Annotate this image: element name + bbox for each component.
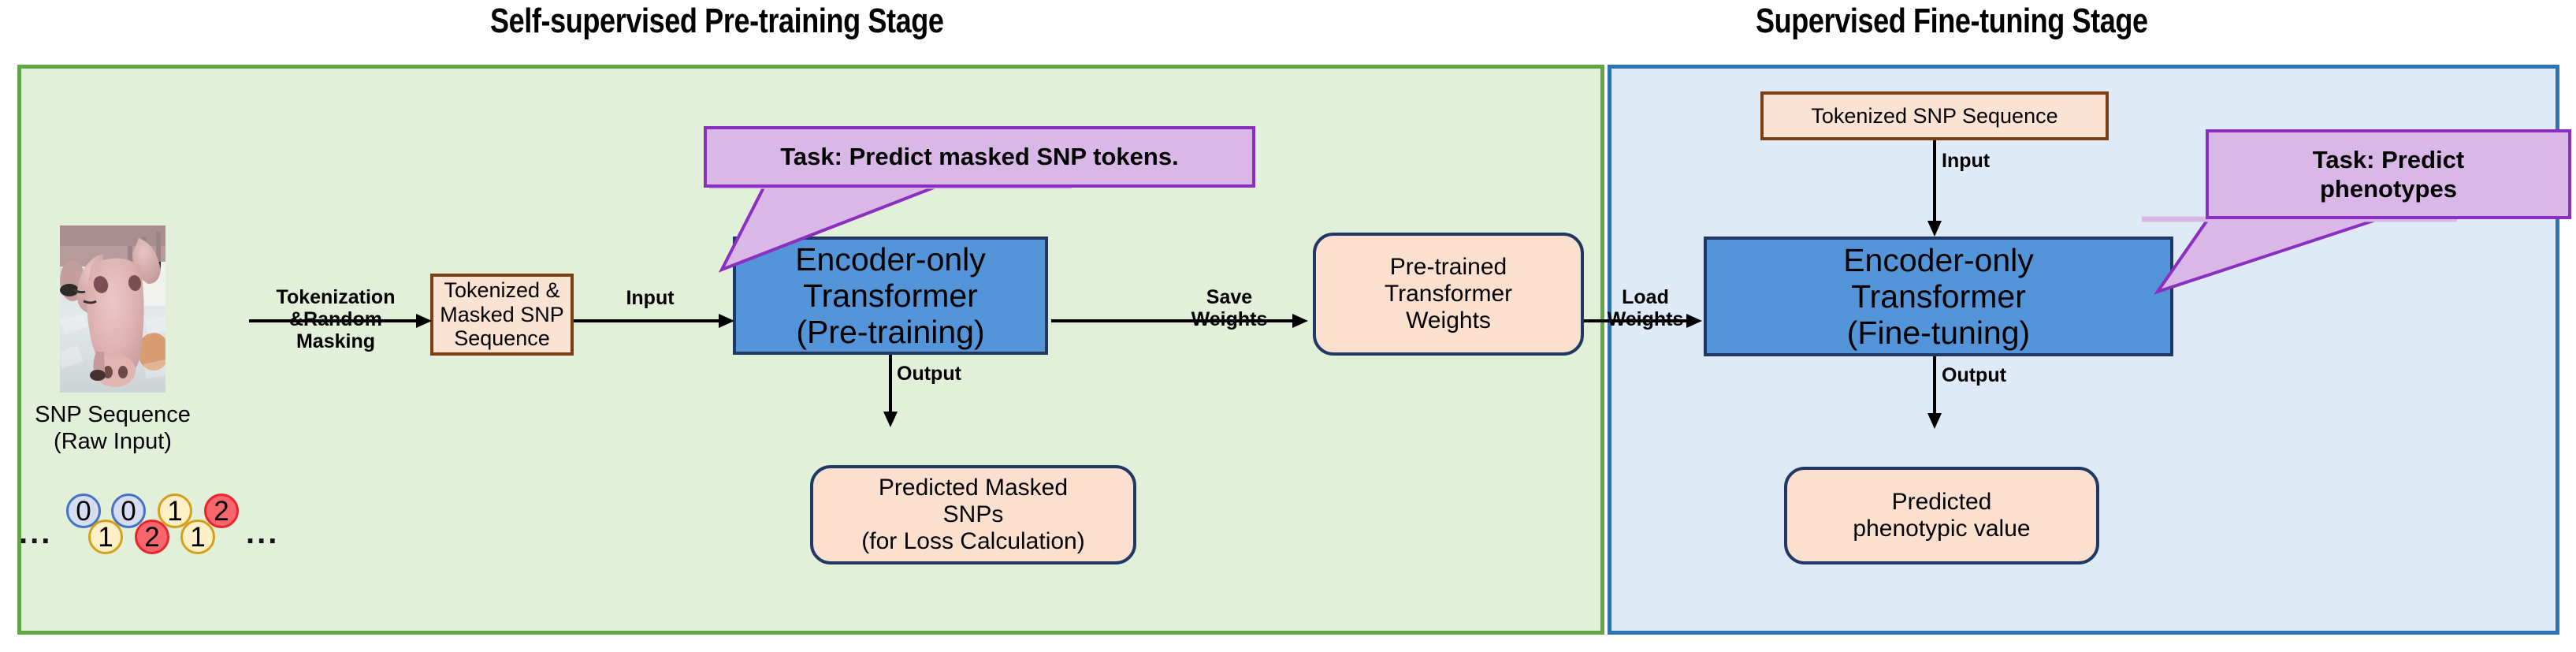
finetune-transformer-box: Encoder-only Transformer (Fine-tuning): [1704, 237, 2173, 356]
snp-token: 2: [204, 494, 239, 528]
save-weights-arrow: [1051, 314, 1308, 328]
pretrain-task-callout: Task: Predict masked SNP tokens.: [704, 126, 1255, 188]
tokenization-arrow: [249, 314, 432, 328]
pretraining-stage-title: Self-supervised Pre-training Stage: [490, 2, 944, 40]
pig-photo: [60, 225, 165, 393]
tokenization-label: Tokenization &Random Masking: [276, 286, 396, 352]
finetune-output-label: Output: [1942, 364, 2006, 386]
finetune-callout-tail: [2142, 216, 2457, 295]
load-weights-arrow: [1584, 314, 1702, 328]
finetuning-stage-title: Supervised Fine-tuning Stage: [1756, 2, 2148, 40]
predicted-phenotypic-value-box: Predicted phenotypic value: [1784, 467, 2099, 564]
snp-token: 2: [135, 520, 169, 554]
pretrain-output-label: Output: [897, 363, 961, 385]
snp-token: 0: [66, 494, 101, 528]
pretrain-input-label: Input: [626, 287, 675, 309]
tokenized-masked-snp-sequence-box: Tokenized & Masked SNP Sequence: [430, 274, 574, 356]
tokenized-snp-sequence-box: Tokenized SNP Sequence: [1760, 91, 2109, 140]
snp-token-row: ... 0 1 0 2 1 1 2 ...: [19, 478, 287, 566]
snp-token: 1: [180, 520, 215, 554]
load-weights-label: Load Weights: [1607, 286, 1684, 330]
snp-ellipsis-left: ...: [19, 516, 53, 550]
snp-sequence-caption: SNP Sequence (Raw Input): [35, 402, 191, 454]
finetune-input-label: Input: [1942, 150, 1991, 172]
pretrained-transformer-weights-box: Pre-trained Transformer Weights: [1313, 233, 1584, 356]
pretrain-output-arrow: [883, 355, 898, 427]
snp-ellipsis-right: ...: [246, 516, 280, 550]
snp-token: 0: [111, 494, 146, 528]
predicted-masked-snps-box: Predicted Masked SNPs (for Loss Calculat…: [810, 465, 1136, 564]
snp-token: 1: [88, 520, 123, 554]
pretrain-input-arrow: [574, 314, 734, 328]
pretrain-callout-tail: [709, 183, 1072, 273]
save-weights-label: Save Weights: [1191, 286, 1268, 330]
finetune-task-callout: Task: Predict phenotypes: [2206, 129, 2571, 219]
pretrain-transformer-box: Encoder-only Transformer (Pre-training): [733, 237, 1048, 355]
finetune-output-arrow: [1927, 356, 1942, 429]
finetune-input-arrow: [1927, 140, 1942, 237]
